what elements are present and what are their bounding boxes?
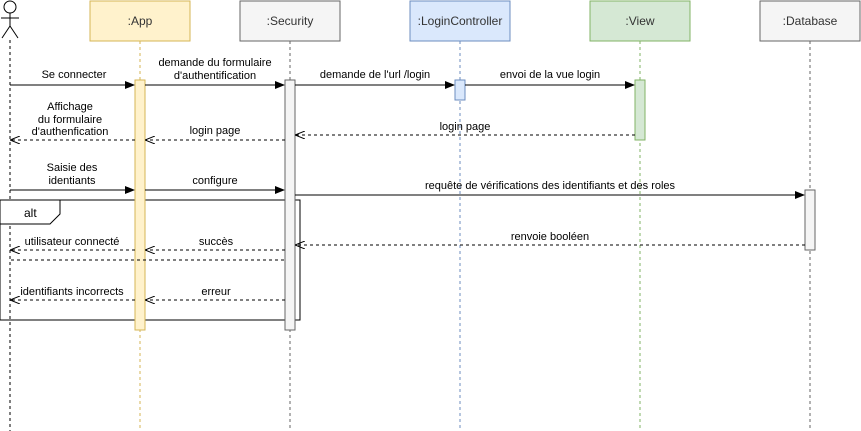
ret-login-page-security-label: login page	[190, 125, 241, 137]
msg-envoi-vue-label: envoi de la vue login	[500, 69, 600, 81]
login-controller-activation-bar	[454, 79, 466, 101]
security-activation-bar	[284, 79, 296, 331]
ret-utilisateur-connecte-label: utilisateur connecté	[25, 236, 120, 248]
database-activation-bar	[804, 189, 816, 251]
svg-text::View: :View	[625, 14, 654, 28]
alt-label: alt	[24, 206, 37, 220]
msg-demande-url-label: demande de l'url /login	[320, 69, 430, 81]
ret-erreur-label: erreur	[201, 286, 231, 298]
participant-database[interactable]: :Database	[759, 0, 861, 42]
view-activation-bar	[634, 79, 646, 141]
ret-renvoie-booleen-label: renvoie booléen	[511, 231, 589, 243]
svg-text::LoginController: :LoginController	[418, 14, 503, 28]
ret-affichage-label-line3: d'authenfication	[32, 126, 109, 138]
ret-affichage-label-line2: du formulaire	[38, 114, 102, 126]
actor-icon	[1, 0, 19, 39]
ret-affichage-label-line1: Affichage	[47, 101, 93, 113]
svg-text::App: :App	[128, 14, 153, 28]
ret-identifiants-incorrects-label: identifiants incorrects	[20, 286, 124, 298]
msg-demande-formulaire-label-line2: d'authentification	[174, 70, 256, 82]
participant-login-controller[interactable]: :LoginController	[409, 0, 511, 42]
msg-saisie-label-line2: identiants	[48, 175, 96, 187]
alt-frame: alt	[0, 199, 301, 321]
svg-text::Security: :Security	[267, 14, 314, 28]
msg-se-connecter-label: Se connecter	[42, 69, 107, 81]
msg-saisie-label-line1: Saisie des	[47, 162, 98, 174]
participant-app[interactable]: :App	[89, 0, 191, 42]
ret-login-page-view-label: login page	[440, 121, 491, 133]
svg-text::Database: :Database	[783, 14, 838, 28]
msg-requete-label: requête de vérifications des identifiant…	[425, 180, 676, 192]
ret-succes-label: succès	[199, 236, 234, 248]
participant-view[interactable]: :View	[589, 0, 691, 42]
app-activation-bar	[134, 79, 146, 331]
msg-configure-label: configure	[192, 175, 237, 187]
participant-security[interactable]: :Security	[239, 0, 341, 42]
msg-demande-formulaire-label-line1: demande du formulaire	[158, 57, 271, 69]
